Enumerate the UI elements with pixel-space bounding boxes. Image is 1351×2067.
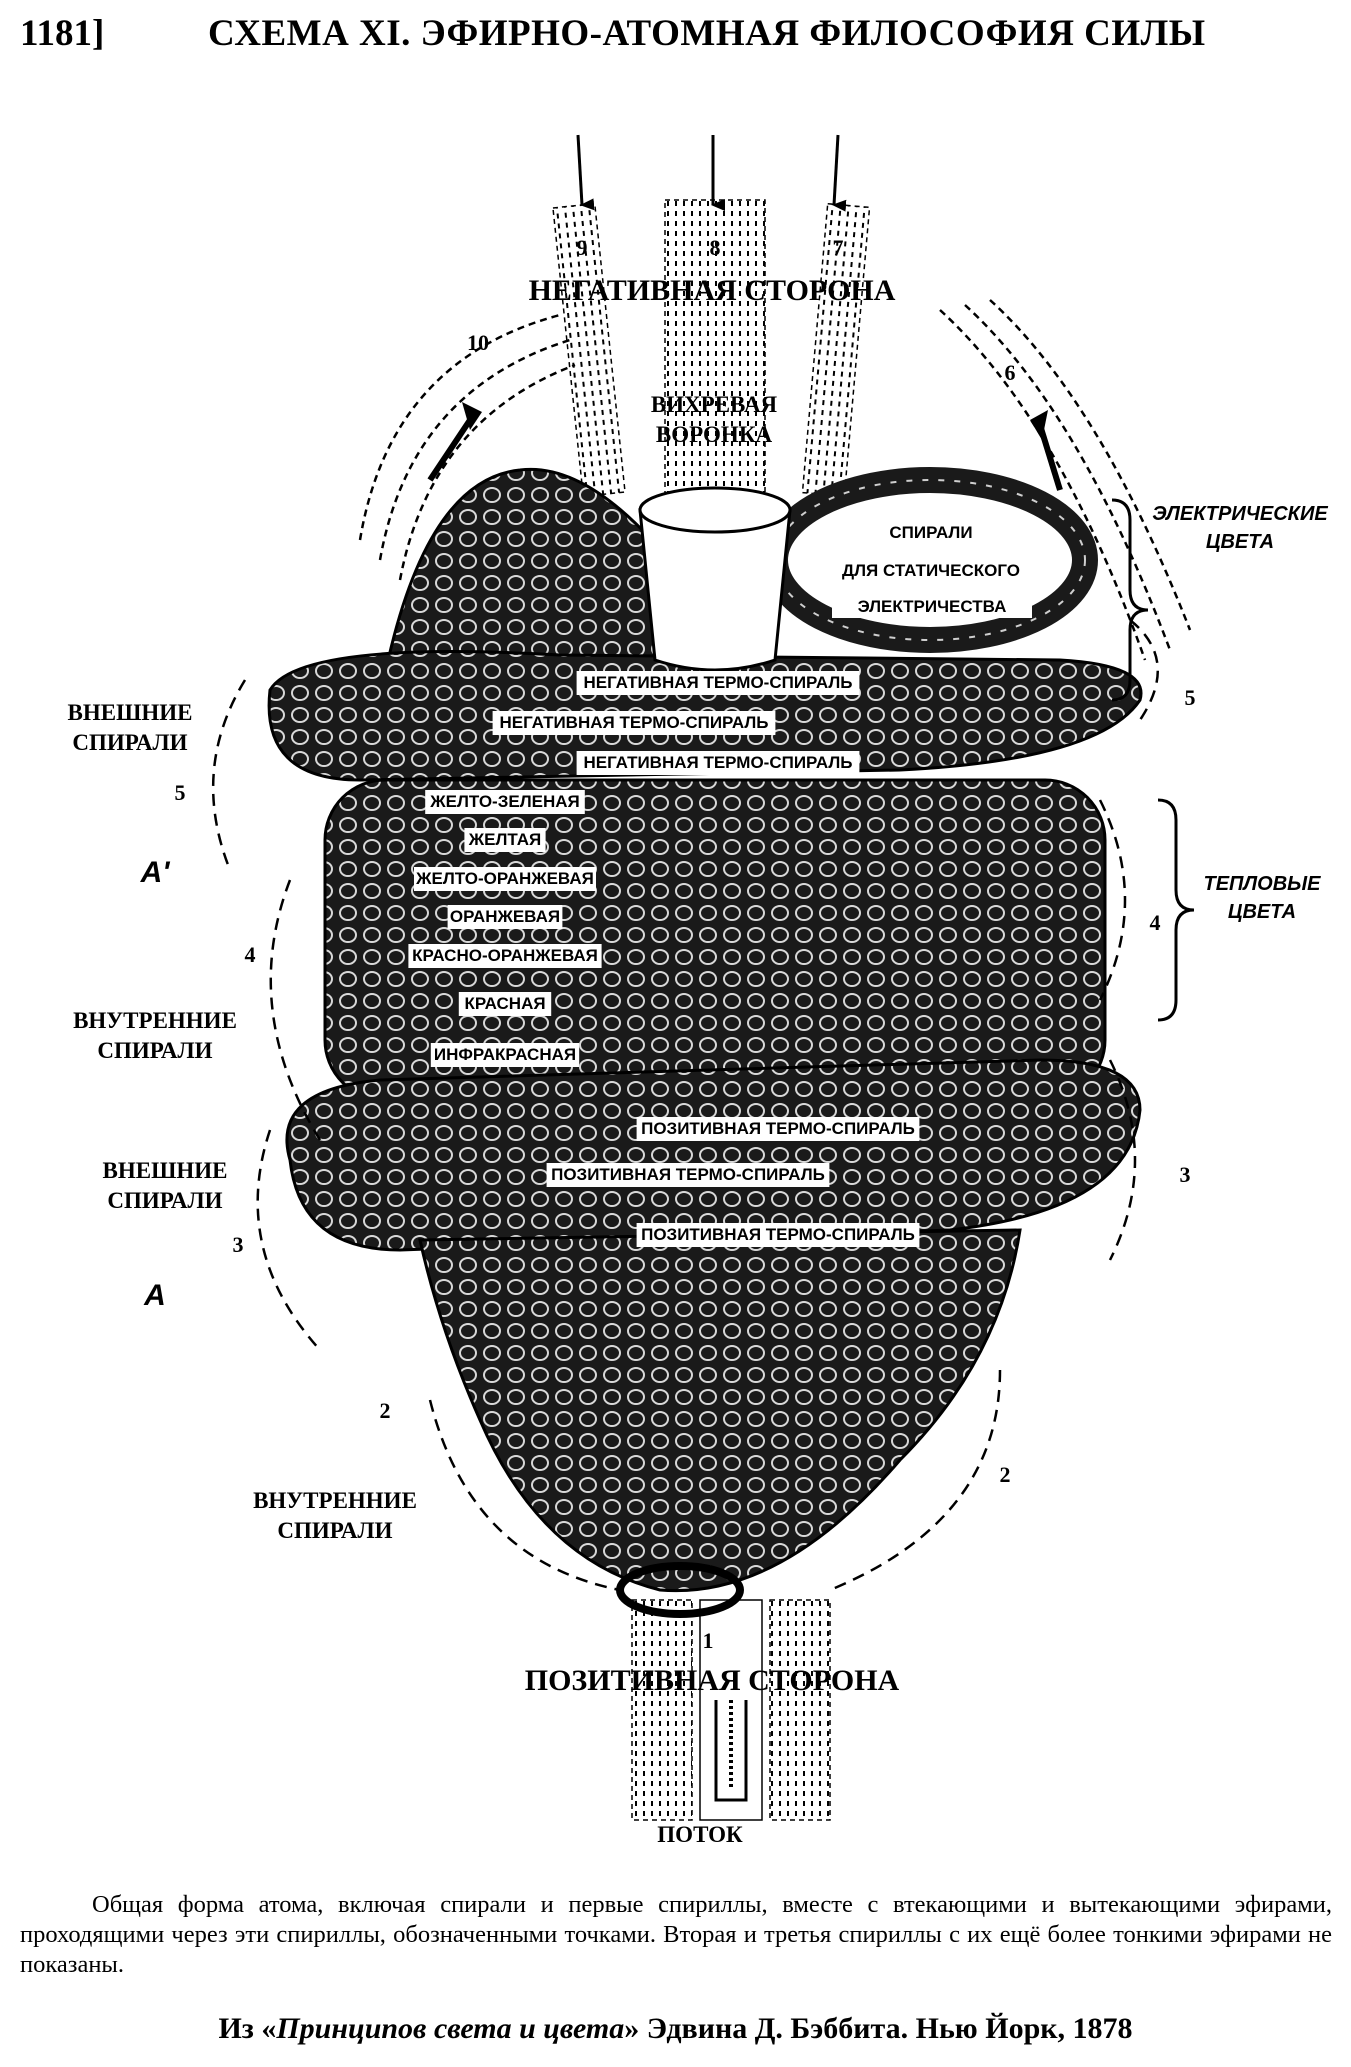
number-2-left: 2 [380, 1398, 391, 1423]
band-label-bg [408, 944, 602, 968]
color-band-label: ЖЕЛТАЯ [468, 830, 541, 849]
negative-band-label: НЕГАТИВНАЯ ТЕРМО-СПИРАЛЬ [499, 713, 768, 732]
band-label-bg [636, 1223, 920, 1247]
negative-band-label: НЕГАТИВНАЯ ТЕРМО-СПИРАЛЬ [583, 673, 852, 692]
outer-spirals-upper-2: СПИРАЛИ [72, 730, 187, 755]
source-prefix: Из « [218, 2012, 277, 2045]
band-labels: НЕГАТИВНАЯ ТЕРМО-СПИРАЛЬ НЕГАТИВНАЯ ТЕРМО… [408, 671, 920, 1247]
number-3-right: 3 [1180, 1162, 1191, 1187]
stream-label: ПОТОК [657, 1822, 743, 1847]
page-title: СХЕМА XI. ЭФИРНО-АТОМНАЯ ФИЛОСОФИЯ СИЛЫ [208, 13, 1206, 54]
page-header: 1181] СХЕМА XI. ЭФИРНО-АТОМНАЯ ФИЛОСОФИЯ… [20, 12, 1330, 58]
number-9: 9 [577, 235, 588, 260]
band-label-bg [425, 790, 585, 814]
point-a-prime: A' [140, 856, 171, 889]
source-citation: Из «Принципов света и цвета» Эдвина Д. Б… [0, 2012, 1351, 2046]
static-spiral-label-1: СПИРАЛИ [889, 523, 972, 542]
band-label-bg [576, 751, 860, 775]
band-label-bg [576, 671, 860, 695]
outer-spirals-upper-1: ВНЕШНИЕ [68, 700, 193, 725]
outer-spirals-lower-2: СПИРАЛИ [107, 1188, 222, 1213]
color-band-label: ИНФРАКРАСНАЯ [434, 1045, 576, 1064]
band-label-bg [447, 905, 563, 929]
positive-side-label: ПОЗИТИВНАЯ СТОРОНА [525, 1664, 900, 1697]
thermal-colors-label-2: ЦВЕТА [1228, 901, 1296, 923]
braces [1111, 498, 1195, 1022]
electric-colors-label-2: ЦВЕТА [1206, 531, 1274, 553]
number-5-left: 5 [175, 780, 186, 805]
vortex-label-1: ВИХРЕВАЯ [651, 392, 778, 417]
bottom-stream [631, 1599, 831, 1821]
incoming-streams [552, 134, 871, 501]
thermal-colors-label-1: ТЕПЛОВЫЕ [1203, 873, 1321, 895]
poitive-bands-label: ПОЗИТИВНАЯ ТЕРМО-СПИРАЛЬ [641, 1119, 915, 1138]
page-number: 1181] [20, 13, 105, 54]
stream-6 [939, 299, 1192, 661]
spiral-body [267, 467, 1143, 1618]
number-3-left: 3 [233, 1232, 244, 1257]
band-label-bg [492, 711, 776, 735]
inner-spirals-upper-1: ВНУТРЕННИЕ [73, 1008, 237, 1033]
dashed-arcs [211, 619, 1159, 1592]
static-spiral-label-2: ДЛЯ СТАТИЧЕСКОГО [842, 561, 1020, 580]
static-spiral-labels: СПИРАЛИ ДЛЯ СТАТИЧЕСКОГО ЭЛЕКТРИЧЕСТВА [818, 518, 1044, 618]
vortex-funnel [638, 486, 792, 672]
number-1: 1 [703, 1628, 714, 1653]
band-label-bg [636, 1117, 920, 1141]
band-label-bg [546, 1163, 830, 1187]
static-spiral-label-3: ЭЛЕКТРИЧЕСТВА [858, 597, 1007, 616]
poitive-bands-label: ПОЗИТИВНАЯ ТЕРМО-СПИРАЛЬ [551, 1165, 825, 1184]
number-2-right: 2 [1000, 1462, 1011, 1487]
figure-caption: Общая форма атома, включая спирали и пер… [20, 1891, 1332, 1978]
inner-spirals-lower-2: СПИРАЛИ [277, 1518, 392, 1543]
color-band-label: КРАСНАЯ [464, 994, 545, 1013]
color-band-label: ЖЕЛТО-ЗЕЛЕНАЯ [429, 792, 580, 811]
color-band-label: ЖЕЛТО-ОРАНЖЕВАЯ [415, 869, 594, 888]
negative-side-label: НЕГАТИВНАЯ СТОРОНА [529, 274, 896, 307]
number-5-right: 5 [1185, 685, 1196, 710]
negative-band-label: НЕГАТИВНАЯ ТЕРМО-СПИРАЛЬ [583, 753, 852, 772]
outer-spirals-lower-1: ВНЕШНИЕ [103, 1158, 228, 1183]
source-suffix: » Эдвина Д. Бэббита. Нью Йорк, 1878 [624, 2012, 1133, 2045]
number-8: 8 [710, 235, 721, 260]
number-4-left: 4 [245, 942, 256, 967]
vortex-label-2: ВОРОНКА [656, 422, 773, 447]
atom-diagram: 9 8 7 НЕГАТИВНАЯ СТОРОНА 10 6 ВИХРЕВАЯ В… [68, 134, 1328, 1847]
number-6: 6 [1005, 360, 1016, 385]
stream-10 [358, 313, 576, 581]
color-band-label: ОРАНЖЕВАЯ [450, 907, 560, 926]
band-label-bg [464, 828, 546, 852]
poitive-bands-label: ПОЗИТИВНАЯ ТЕРМО-СПИРАЛЬ [641, 1225, 915, 1244]
number-10: 10 [467, 330, 489, 355]
color-band-label: КРАСНО-ОРАНЖЕВАЯ [412, 946, 598, 965]
band-label-bg [430, 1043, 580, 1067]
number-7: 7 [833, 235, 844, 260]
inner-spirals-upper-2: СПИРАЛИ [97, 1038, 212, 1063]
source-title: Принципов света и цвета [276, 2012, 625, 2045]
inner-spirals-lower-1: ВНУТРЕННИЕ [253, 1488, 417, 1513]
band-label-bg [458, 992, 552, 1016]
point-a: A [143, 1279, 166, 1312]
electric-colors-label-1: ЭЛЕКТРИЧЕСКИЕ [1152, 503, 1328, 525]
number-4-right: 4 [1150, 910, 1161, 935]
band-label-bg [414, 867, 596, 891]
